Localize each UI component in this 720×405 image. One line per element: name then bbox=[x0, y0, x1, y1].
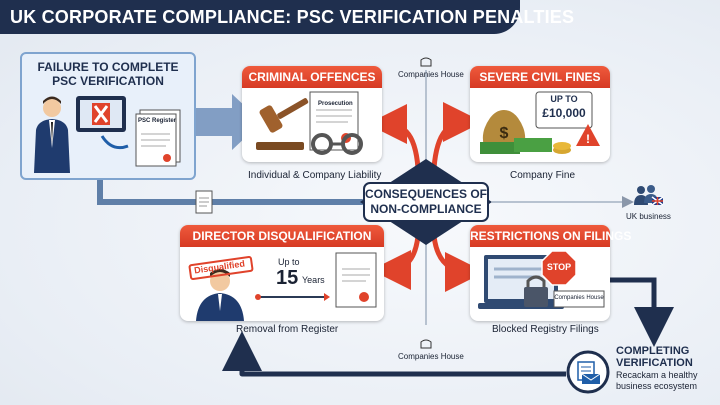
center-diamond bbox=[360, 159, 492, 245]
director-tablet-illustration bbox=[34, 96, 181, 173]
failure-heading-line1: FAILURE TO COMPLETE bbox=[37, 60, 179, 74]
crest-icon-bottom bbox=[420, 339, 432, 349]
consequences-line1: CONSEQUENCES OF bbox=[364, 187, 487, 201]
criminal-offences-card: CRIMINAL OFFENCES Prosecution bbox=[242, 66, 382, 162]
money-bag-icon: $ bbox=[482, 110, 526, 146]
stop-sign-icon bbox=[541, 250, 577, 286]
uk-business-label: UK business bbox=[626, 212, 671, 221]
restrictions-card: RESTRICTIONS ON FILINGS STOP Companies H… bbox=[470, 225, 631, 321]
prosecution-label: Prosecution bbox=[318, 101, 353, 107]
consequences-line2: NON-COMPLIANCE bbox=[370, 202, 482, 216]
failure-to-center-line bbox=[97, 173, 365, 205]
completing-line1: COMPLETING bbox=[616, 345, 690, 357]
failure-heading-line2: PSC VERIFICATION bbox=[52, 74, 164, 88]
handcuffs-icon bbox=[311, 133, 363, 155]
red-arrow-to-criminal bbox=[367, 104, 421, 169]
civil-fines-card: SEVERE CIVIL FINES $ ! UP TO £10, bbox=[470, 66, 610, 162]
timeline-bar bbox=[255, 293, 330, 301]
tablet-x-icon bbox=[76, 96, 126, 132]
failure-card: FAILURE TO COMPLETE PSC VERIFICATION bbox=[20, 52, 196, 180]
disqualified-stamp bbox=[188, 256, 254, 280]
page-title: UK CORPORATE COMPLIANCE: PSC VERIFICATIO… bbox=[10, 7, 575, 27]
navy-return-arrow bbox=[222, 331, 566, 377]
restrictions-title: RESTRICTIONS ON FILINGS bbox=[470, 225, 631, 247]
civil-fines-title: SEVERE CIVIL FINES bbox=[470, 66, 610, 88]
gavel-handcuffs-illustration bbox=[256, 91, 363, 155]
money-illustration: $ ! bbox=[480, 91, 600, 154]
disqualification-document-icon bbox=[335, 252, 377, 308]
completing-desc2: business ecosystem bbox=[616, 381, 698, 391]
completing-line2: VERIFICATION bbox=[616, 357, 693, 369]
fines-caption: Company Fine bbox=[510, 170, 576, 181]
criminal-offences-title: CRIMINAL OFFENCES bbox=[242, 66, 382, 88]
crest-icon-top bbox=[420, 57, 432, 67]
svg-text:!: ! bbox=[586, 132, 590, 146]
disqualified-director-illustration bbox=[188, 252, 377, 321]
blocked-filing-illustration bbox=[478, 250, 605, 309]
companies-house-label-top: Companies House bbox=[398, 70, 464, 79]
document-icon bbox=[195, 190, 213, 214]
red-arrow-to-disqual bbox=[371, 235, 421, 290]
gavel-icon bbox=[256, 98, 309, 150]
restrictions-caption: Blocked Registry Filings bbox=[492, 324, 599, 335]
fine-amount-line2: £10,000 bbox=[542, 106, 586, 120]
companies-house-tag bbox=[553, 290, 605, 308]
navy-arrow-to-completing bbox=[610, 277, 674, 347]
psc-register-label: PSC Register bbox=[138, 118, 177, 124]
up-to-label: Up to bbox=[278, 257, 300, 267]
warning-icon: ! bbox=[576, 124, 600, 146]
businessman-icon bbox=[34, 96, 70, 173]
director-disqualification-card: DIRECTOR DISQUALIFICATION bbox=[180, 225, 384, 321]
red-arrow-to-fines bbox=[431, 102, 483, 169]
years-unit: Years bbox=[302, 275, 325, 285]
title-banner: UK CORPORATE COMPLIANCE: PSC VERIFICATIO… bbox=[0, 0, 574, 34]
coins-icon bbox=[553, 142, 571, 154]
padlock-icon bbox=[524, 275, 548, 307]
psc-register-document-icon bbox=[135, 109, 181, 167]
criminal-caption: Individual & Company Liability bbox=[248, 170, 382, 181]
amount-tag bbox=[535, 91, 593, 129]
companies-house-label-bottom: Companies House bbox=[398, 352, 464, 361]
completing-desc1: Recackam a healthy bbox=[616, 370, 698, 380]
disqualification-title: DIRECTOR DISQUALIFICATION bbox=[180, 225, 384, 247]
fine-amount-line1: UP TO bbox=[550, 94, 578, 104]
restrictions-ch-label: Companies House bbox=[554, 295, 604, 301]
disqualification-caption: Removal from Register bbox=[236, 324, 339, 335]
red-arrow-to-restrict bbox=[431, 235, 485, 292]
stop-sign-label: STOP bbox=[546, 262, 572, 272]
svg-text:$: $ bbox=[500, 125, 509, 142]
cash-stack-icon bbox=[480, 138, 552, 154]
verification-envelope-icon bbox=[566, 350, 610, 394]
uk-business-people-icon bbox=[634, 185, 664, 206]
years-number: 15 bbox=[276, 267, 299, 289]
